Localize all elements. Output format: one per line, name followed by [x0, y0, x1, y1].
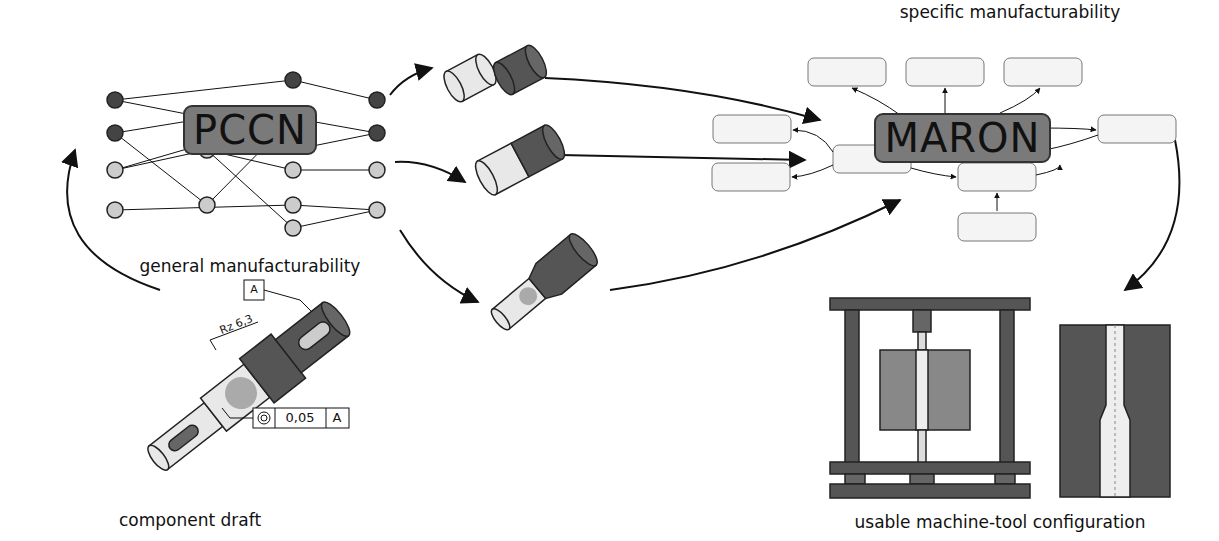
- node-title: PCCN: [193, 107, 307, 153]
- process-box: PCCN: [183, 105, 317, 155]
- stage-label: component draft: [119, 510, 261, 530]
- stage-label: general manufacturability: [140, 256, 361, 276]
- tolerance-value: 0,05: [286, 410, 315, 425]
- process-box: MARON: [874, 113, 1051, 163]
- datum-letter: A: [250, 283, 258, 296]
- roughness-value: Rz 6,3: [218, 312, 255, 337]
- datum-reference: A: [333, 410, 342, 425]
- stage-label: specific manufacturability: [900, 2, 1120, 22]
- node-title: MARON: [884, 115, 1040, 161]
- stage-label: usable machine-tool configuration: [855, 512, 1146, 532]
